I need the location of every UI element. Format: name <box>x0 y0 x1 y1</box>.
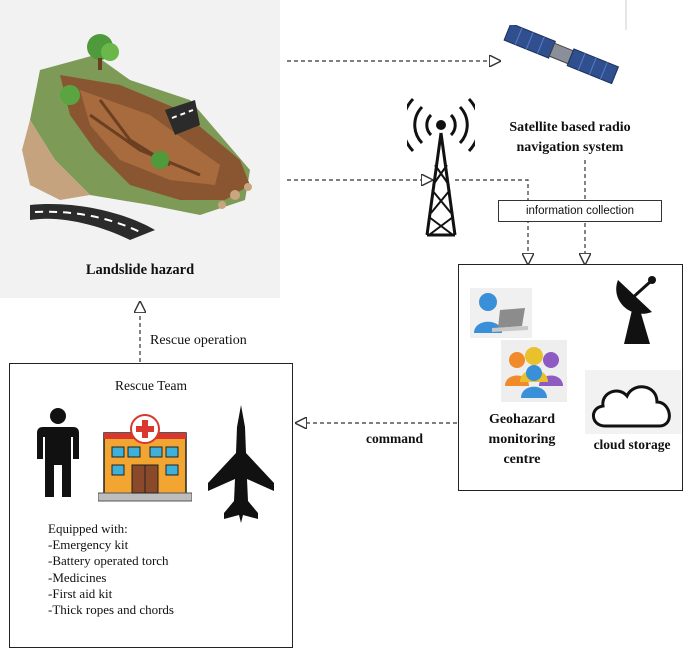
rescue-operation-label: Rescue operation <box>150 333 247 348</box>
satellite-label-line: Satellite based radio <box>509 120 631 135</box>
rescue-team-title: Rescue Team <box>115 378 187 393</box>
equipment-list-item: -Thick ropes and chords <box>48 602 174 618</box>
fighter-jet-icon <box>208 405 274 523</box>
cloud-storage-label: cloud storage <box>593 437 671 452</box>
landslide-label: Landslide hazard <box>85 262 195 278</box>
user-laptop-icon <box>470 288 532 338</box>
group-icon <box>501 340 567 402</box>
satellite-dish-icon <box>616 276 656 344</box>
monitoring-label-line: centre <box>503 452 541 467</box>
landslide-illustration <box>22 34 252 240</box>
satellite-label: Satellite based radio navigation system <box>480 118 660 158</box>
equipment-list-item: -Medicines <box>48 569 107 585</box>
satellite-label-line: navigation system <box>516 140 624 155</box>
equipment-list-item: -Emergency kit <box>48 537 129 553</box>
equipment-list-item: Equipped with: <box>48 521 128 536</box>
monitoring-label-line: Geohazard <box>488 412 556 427</box>
information-collection-box: information collection <box>498 200 662 222</box>
monitoring-label-line: monitoring <box>488 432 556 447</box>
equipment-list: Equipped with: -Emergency kit -Battery o… <box>48 521 174 618</box>
hospital-icon <box>98 414 192 502</box>
person-icon <box>37 408 79 497</box>
radio-tower-icon <box>407 97 475 237</box>
satellite-icon <box>503 25 620 85</box>
equipment-list-item: -First aid kit <box>48 585 113 601</box>
command-label: command <box>366 431 423 446</box>
cloud-icon <box>585 370 681 434</box>
monitoring-centre-label: Geohazard monitoring centre <box>466 410 578 470</box>
landslide-panel <box>0 0 280 298</box>
equipment-list-item: -Battery operated torch <box>48 553 169 569</box>
arrow-tower-monitoring <box>455 179 528 264</box>
